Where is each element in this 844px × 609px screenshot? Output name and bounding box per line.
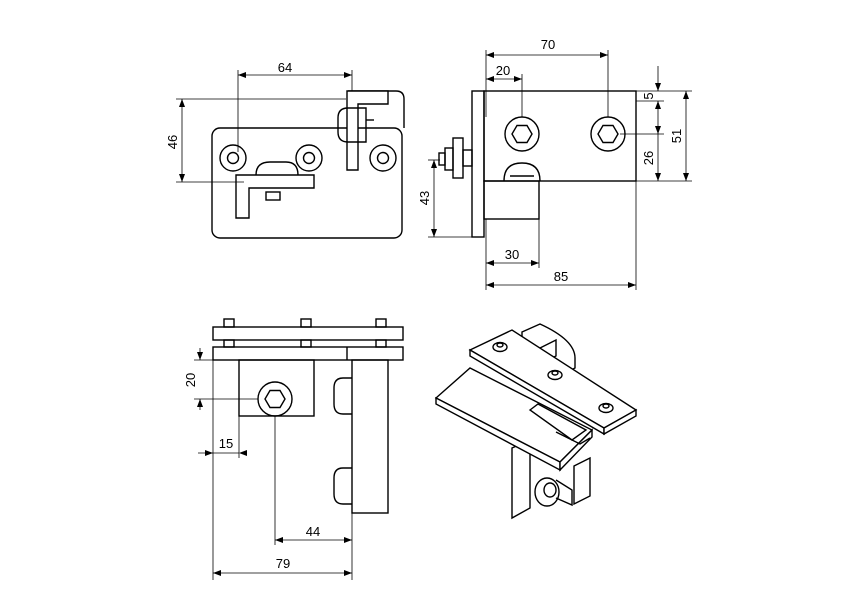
dim-front-hole-to-edge: 44 [306,524,320,539]
top-clamp-right [346,90,389,171]
top-base-plate [211,127,403,239]
top-clamp-left [235,174,315,219]
dim-front-overall-width: 79 [276,556,290,571]
front-view: 20 15 44 79 [183,318,404,580]
front-hex-hole [257,381,293,417]
top-plate-outline [348,90,405,128]
front-vertical-plate [351,359,389,514]
side-block [483,180,540,220]
dim-side-bottom-offset: 30 [505,247,519,262]
isometric-view [434,323,638,520]
front-lower-plate [212,346,404,361]
side-backplate [471,90,485,238]
dim-front-left-offset: 15 [219,436,233,451]
iso-knob-bottom [534,477,560,507]
top-hole-left [219,144,247,172]
dim-side-height: 51 [669,129,684,143]
side-bolt-head [444,147,454,171]
top-knob-right [337,107,367,143]
dim-side-top-gap: 5 [641,92,656,99]
iso-slot [528,403,588,441]
side-hole-right [590,116,626,152]
top-hole-middle [295,144,323,172]
front-knob-top [333,377,352,415]
dim-front-vertical: 20 [183,373,198,387]
iso-bracket [573,456,591,506]
side-view: 70 20 5 26 51 43 30 [417,37,692,290]
dim-top-width: 64 [278,60,292,75]
side-top-plate [483,90,637,182]
front-knob-bottom [333,467,352,505]
top-knob-left [255,161,299,176]
side-hole-left [504,116,540,152]
dim-side-hole-height: 26 [641,151,656,165]
front-top-plate [212,326,404,341]
top-slot [265,191,281,201]
dim-side-overall-width: 85 [554,269,568,284]
dim-side-hole-offset: 20 [496,63,510,78]
top-view: 64 46 [165,60,405,239]
side-bolt-flange [452,137,464,179]
dim-side-total-width: 70 [541,37,555,52]
dim-top-height: 46 [165,135,180,149]
top-hole-right [369,144,397,172]
side-knob [503,162,541,182]
dim-side-bottom-height: 43 [417,191,432,205]
